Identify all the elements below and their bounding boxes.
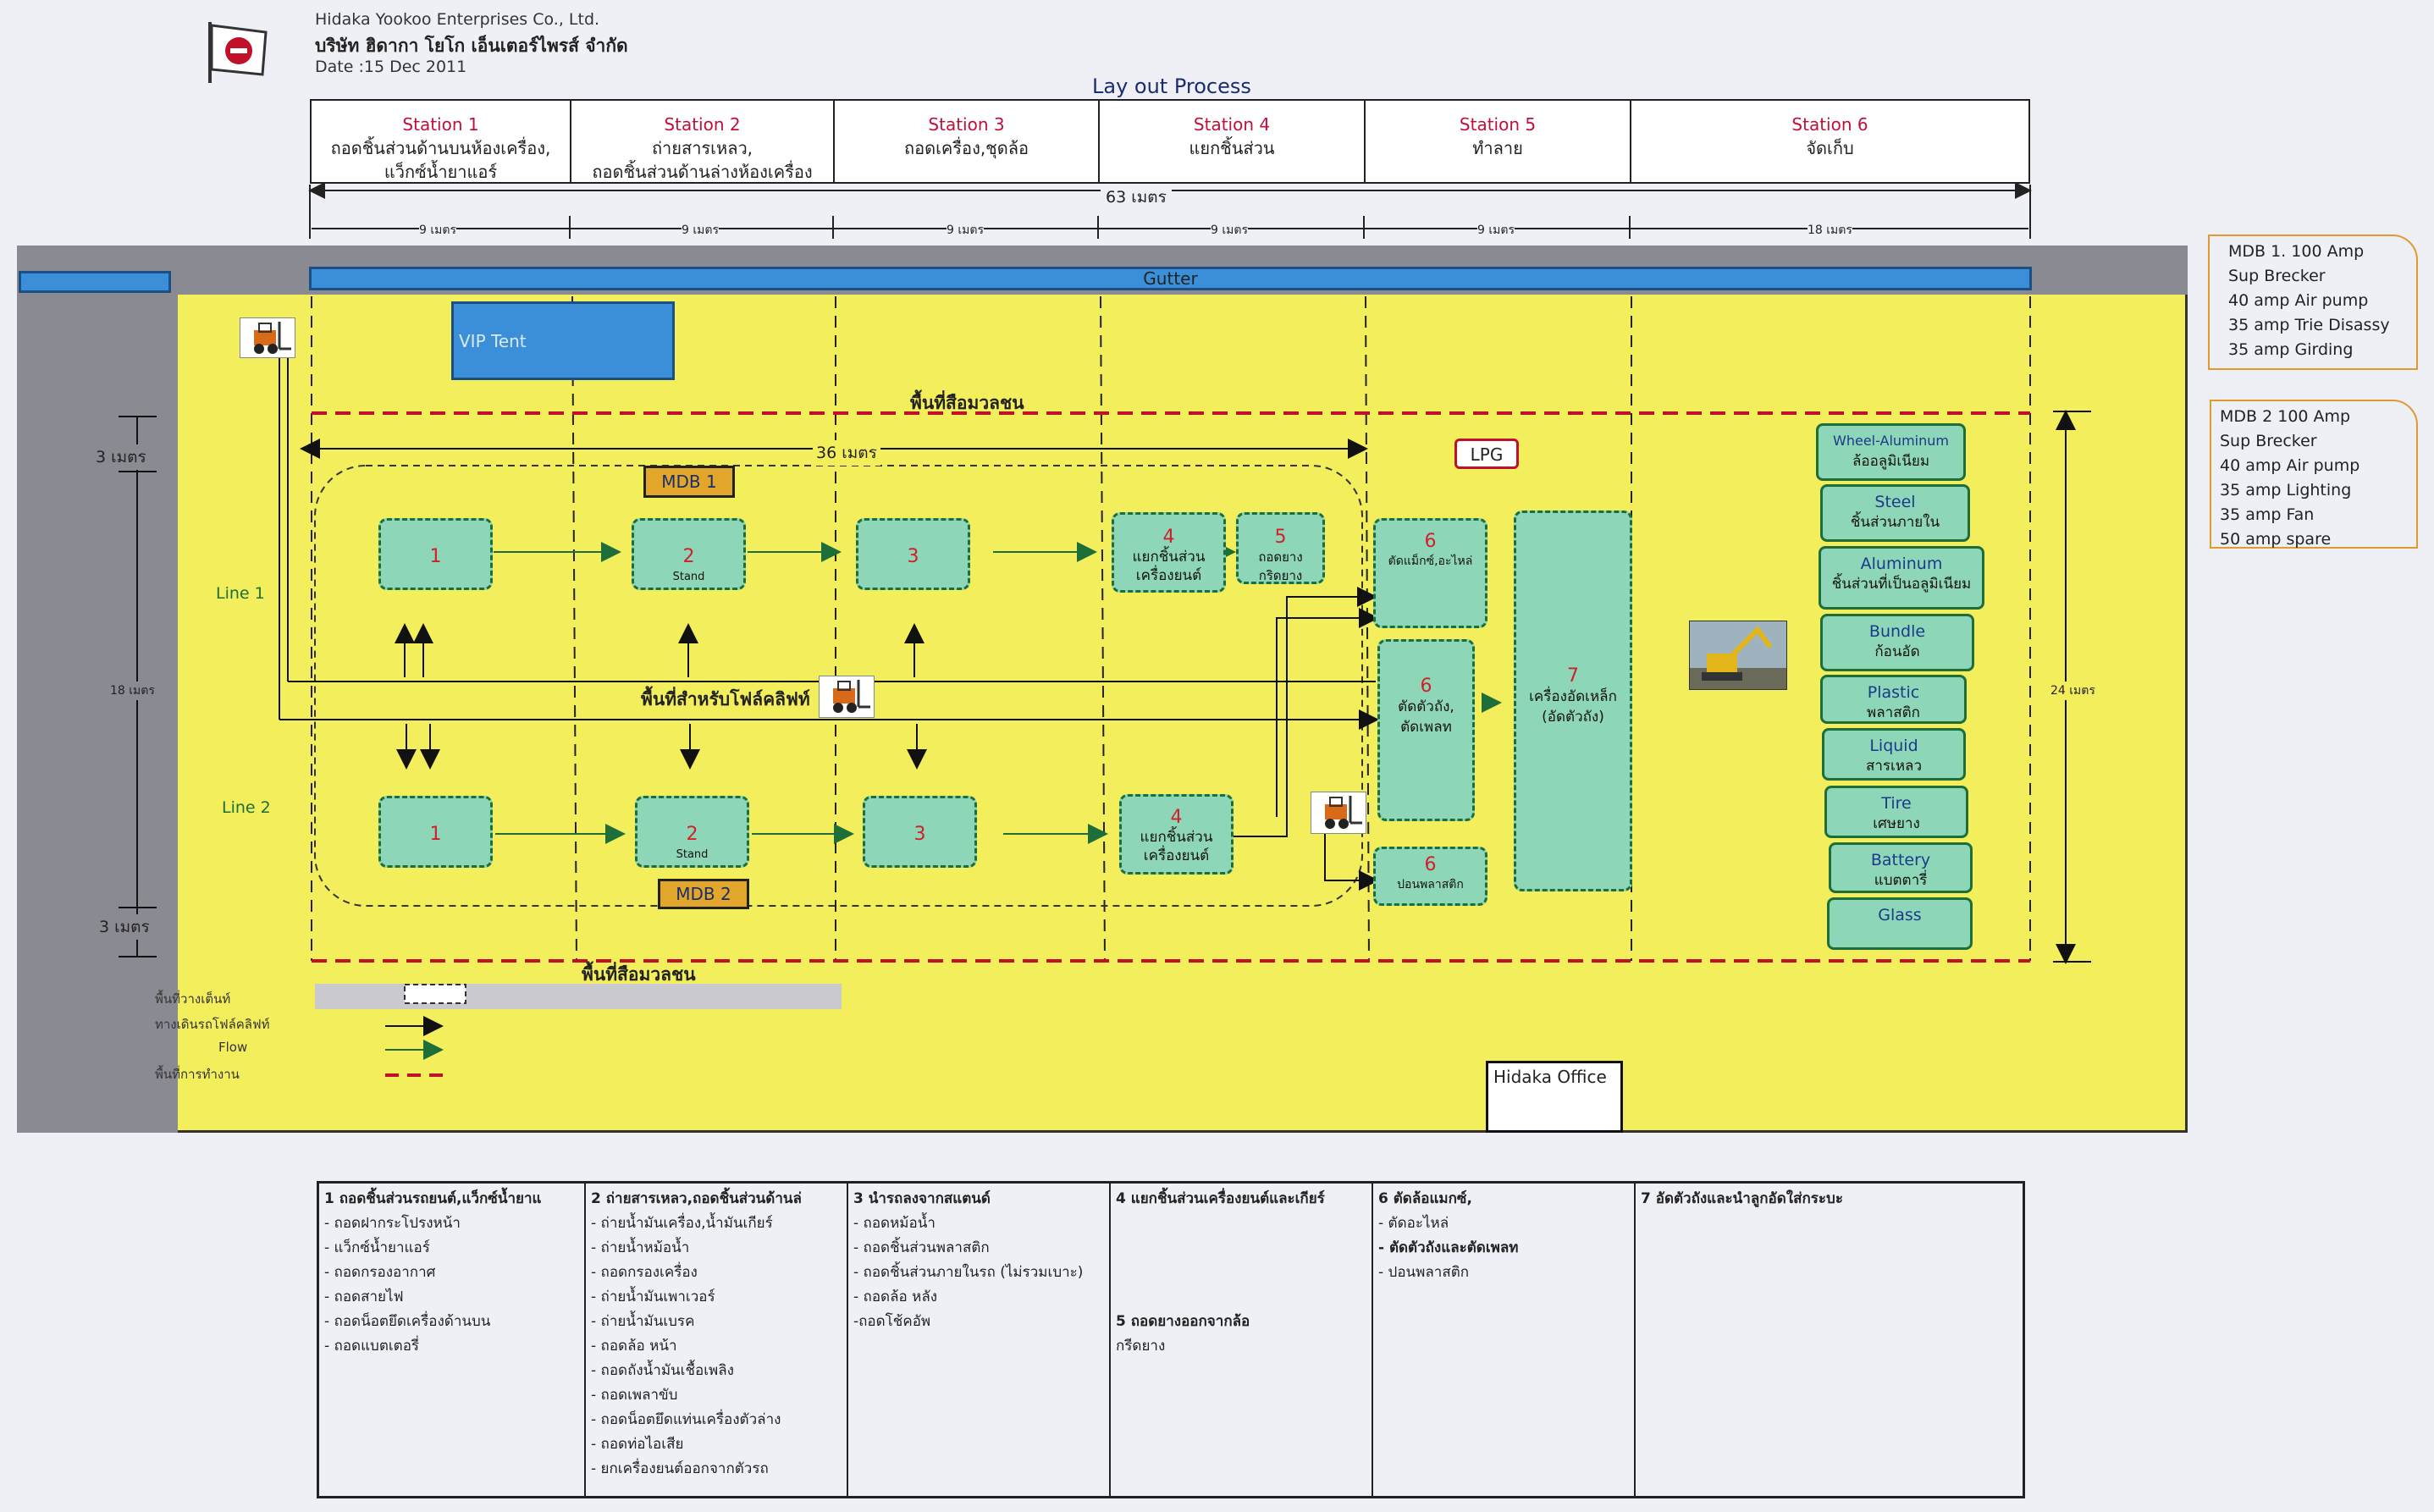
right-dim-label: 24 เมตร	[2050, 682, 2095, 700]
station-name: Station 3	[928, 114, 1005, 135]
process-description-table: 1 ถอดชิ้นส่วนรถยนต์,แว็กซ์น้ำยาแ - ถอดฝา…	[317, 1181, 2025, 1498]
station-width-label: 18 เมตร	[1808, 221, 1852, 240]
forklift-icon	[819, 676, 875, 718]
legend-symbols	[385, 984, 466, 1077]
mdb1-box: MDB 1	[643, 466, 735, 498]
station-name: Station 4	[1193, 114, 1271, 135]
mdb2-box: MDB 2	[658, 879, 749, 909]
desc-column-1: 1 ถอดชิ้นส่วนรถยนต์,แว็กซ์น้ำยาแ - ถอดฝา…	[319, 1184, 586, 1496]
station-desc: ถอดเครื่อง,ชุดล้อ	[903, 138, 1029, 158]
station-cell-2: Station 2 ถ่ายสารเหลว, ถอดชิ้นส่วนด้านล่…	[571, 101, 835, 182]
station-cell-4: Station 4 แยกชิ้นส่วน	[1100, 101, 1366, 182]
office-label: Hidaka Office	[1493, 1067, 1607, 1087]
station-desc: ถอดชิ้นส่วนด้านบนห้องเครื่อง,	[330, 138, 551, 158]
document-date: Date :15 Dec 2011	[315, 58, 467, 76]
transport-area-label: พื้นที่สือมวลชน	[910, 393, 1024, 413]
station-desc: ถอดชิ้นส่วนด้านล่างห้องเครื่อง	[592, 162, 813, 182]
desc-column-6: 7 อัดตัวถังและนำลูกอัดใส่กระบะ	[1641, 1190, 1843, 1207]
station-desc: ทำลาย	[1472, 138, 1523, 158]
total-length-label: 63 เมตร	[1101, 185, 1172, 210]
station-name: Station 2	[664, 114, 741, 135]
vip-tent-label: VIP Tent	[459, 331, 527, 351]
legend-gray-bar	[315, 984, 842, 1009]
excavator-image	[1689, 621, 1787, 690]
hidaka-office: Hidaka Office	[1486, 1061, 1623, 1133]
process-box-l1-3: 3	[856, 518, 970, 590]
station-cell-3: Station 3 ถอดเครื่อง,ชุดล้อ	[835, 101, 1100, 182]
gutter-left	[19, 271, 171, 293]
desc-column-5: 6 ตัดล้อแมกซ์, - ตัดอะไหล่ - ตัดตัวถังแล…	[1373, 1184, 1636, 1496]
lpg-label: LPG	[1454, 439, 1519, 469]
station-name: Station 1	[402, 114, 479, 135]
forklift-icon	[1311, 792, 1366, 834]
desc-column-3: 3 นำรถลงจากสแตนด์ - ถอดหม้อน้ำ- ถอดชิ้นส…	[848, 1184, 1111, 1496]
forklift-icon	[240, 317, 295, 358]
station-width-label: 9 เมตร	[1477, 221, 1515, 240]
company-logo	[203, 19, 271, 86]
station-header-table: Station 1 ถอดชิ้นส่วนด้านบนห้องเครื่อง, …	[310, 99, 2030, 184]
line2-label: Line 2	[222, 798, 271, 817]
process-box-l2-3: 3	[863, 796, 977, 868]
desc-column-2: 2 ถ่ายสารเหลว,ถอดชิ้นส่วนด้านล่ - ถ่ายน้…	[586, 1184, 848, 1496]
station-desc: แว็กซ์น้ำยาแอร์	[384, 162, 498, 182]
station-width-label: 9 เมตร	[682, 221, 719, 240]
station-desc: แยกชิ้นส่วน	[1189, 138, 1275, 158]
inner-length-label: 36 เมตร	[813, 440, 880, 466]
left-mid-dim-label: 18 เมตร	[110, 682, 155, 700]
process-box-l2-1: 1	[378, 796, 493, 868]
vip-tent: VIP Tent	[451, 301, 675, 380]
legend-work-area: พื้นที่การทำงาน	[155, 1067, 240, 1082]
station-cell-6: Station 6 จัดเก็บ	[1631, 101, 2028, 182]
station-cell-5: Station 5 ทำลาย	[1366, 101, 1631, 182]
station-desc: จัดเก็บ	[1806, 138, 1854, 158]
left-bot-dim-label: 3 เมตร	[99, 914, 150, 940]
company-name-th: บริษัท ฮิดากา โยโก เอ็นเตอร์ไพรส์ จำกัด	[315, 36, 628, 56]
page-title: Lay out Process	[1092, 74, 1251, 98]
station-width-label: 9 เมตร	[419, 221, 456, 240]
legend-tent-area: พื้นที่วางเต็นท์	[155, 991, 231, 1007]
station-cell-1: Station 1 ถอดชิ้นส่วนด้านบนห้องเครื่อง, …	[312, 101, 571, 182]
gutter: Gutter	[309, 267, 2032, 290]
desc-column-4: 4 แยกชิ้นส่วนเครื่องยนต์และเกียร์ 5 ถอดย…	[1111, 1184, 1373, 1496]
process-box-l1-1: 1	[378, 518, 493, 590]
station-width-label: 9 เมตร	[1211, 221, 1248, 240]
legend-flow: Flow	[218, 1040, 248, 1055]
forklift-area-label: พื้นที่สำหรับโฟล์คลิฟท์	[641, 686, 810, 714]
left-top-dim-label: 3 เมตร	[96, 444, 146, 470]
station-name: Station 6	[1791, 114, 1868, 135]
line1-label: Line 1	[216, 584, 265, 603]
storage-glass: Glass	[1827, 897, 1973, 950]
legend-forklift-path: ทางเดินรถโฟล์คลิฟท์	[155, 1017, 270, 1032]
station-width-label: 9 เมตร	[947, 221, 984, 240]
station-desc: ถ่ายสารเหลว,	[651, 138, 753, 158]
company-name-en: Hidaka Yookoo Enterprises Co., Ltd.	[315, 10, 600, 29]
transport-area-label-bottom: พื้นที่สือมวลชน	[582, 964, 696, 985]
station-name: Station 5	[1459, 114, 1537, 135]
